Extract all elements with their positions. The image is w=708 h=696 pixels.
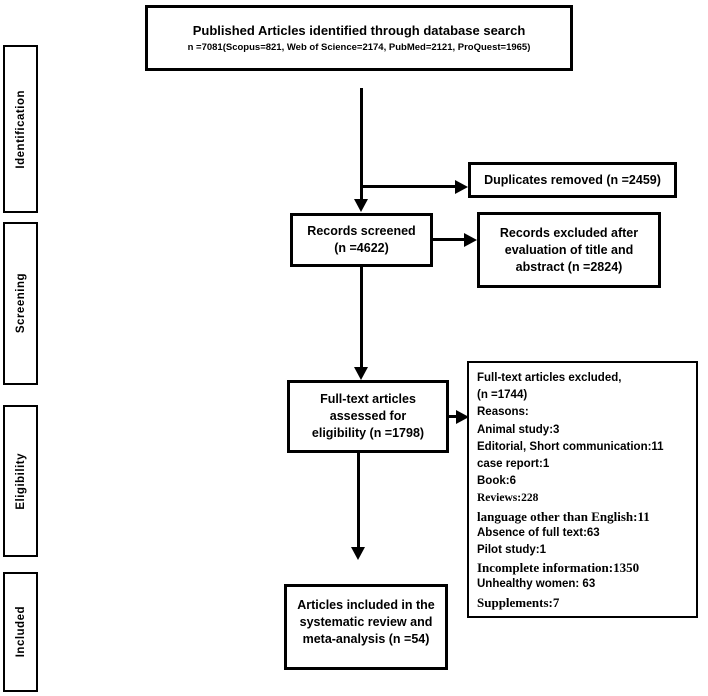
- arrow-line-to-records-excluded: [433, 238, 465, 241]
- arrow-line-screened-to-fulltext: [360, 267, 363, 368]
- box-fulltext-excluded: Full-text articles excluded, (n =1744) R…: [467, 361, 698, 618]
- fulltext-assessed-line3: eligibility (n =1798): [311, 426, 425, 440]
- reason-incomplete-information: Incomplete information:1350: [477, 560, 640, 576]
- records-excluded-line1: Records excluded after: [499, 225, 639, 240]
- arrow-line-identified-to-screened: [360, 88, 363, 200]
- included-articles-line3: meta-analysis (n =54): [302, 632, 430, 646]
- stage-box-identification: Identification: [3, 45, 38, 213]
- reason-book: Book:6: [477, 475, 516, 488]
- fulltext-assessed-line1: Full-text articles: [320, 392, 416, 406]
- arrowhead-to-duplicates: [455, 180, 468, 194]
- reason-case-report: case report:1: [477, 458, 550, 471]
- arrow-line-to-fulltext-excluded: [449, 415, 457, 418]
- reason-pilot-study: Pilot study:1: [477, 544, 547, 557]
- box-identified-records: Published Articles identified through da…: [145, 5, 573, 71]
- reason-animal-study: Animal study:3: [477, 423, 560, 436]
- arrowhead-screened-to-fulltext: [354, 367, 368, 380]
- box-included-articles: Articles included in the systematic revi…: [284, 584, 448, 670]
- arrowhead-to-records-excluded: [464, 233, 477, 247]
- arrow-line-fulltext-to-included: [357, 453, 360, 548]
- reason-editorial-short-communication: Editorial, Short communication:11: [477, 440, 664, 453]
- reason-unhealthy-women: Unhealthy women: 63: [477, 578, 596, 591]
- records-excluded-line3: abstract (n =2824): [515, 259, 623, 274]
- included-articles-line2: systematic review and: [299, 615, 433, 629]
- duplicates-removed-text: Duplicates removed (n =2459): [484, 172, 661, 187]
- identified-records-title: Published Articles identified through da…: [192, 23, 526, 38]
- box-duplicates-removed: Duplicates removed (n =2459): [468, 162, 677, 198]
- reason-language: language other than English:11: [477, 508, 650, 524]
- arrowhead-to-fulltext-excluded: [456, 410, 469, 424]
- stage-label-identification: Identification: [14, 89, 27, 169]
- records-screened-line2: (n =4622): [334, 241, 389, 255]
- stage-box-screening: Screening: [3, 222, 38, 385]
- included-articles-line1: Articles included in the: [297, 598, 435, 612]
- stage-box-included: Included: [3, 572, 38, 692]
- stage-label-screening: Screening: [14, 273, 27, 334]
- stage-label-eligibility: Eligibility: [14, 452, 27, 510]
- box-fulltext-assessed: Full-text articles assessed for eligibil…: [287, 380, 449, 453]
- records-screened-line1: Records screened: [307, 224, 416, 238]
- fulltext-excluded-count: (n =1744): [477, 389, 528, 402]
- box-records-screened: Records screened (n =4622): [290, 213, 433, 267]
- fulltext-assessed-line2: assessed for: [329, 409, 407, 423]
- arrowhead-identified-to-screened: [354, 199, 368, 212]
- arrowhead-fulltext-to-included: [351, 547, 365, 560]
- records-excluded-line2: evaluation of title and: [504, 242, 634, 257]
- reason-supplements: Supplements:7: [477, 594, 560, 610]
- fulltext-excluded-reasons-heading: Reasons:: [477, 406, 529, 419]
- reason-reviews: Reviews:228: [477, 492, 539, 505]
- box-records-excluded: Records excluded after evaluation of tit…: [477, 212, 661, 288]
- reason-absence-full-text: Absence of full text:63: [477, 526, 600, 539]
- identified-records-counts: n =7081(Scopus=821, Web of Science=2174,…: [187, 42, 531, 53]
- stage-label-included: Included: [14, 606, 27, 658]
- stage-box-eligibility: Eligibility: [3, 405, 38, 557]
- arrow-line-to-duplicates: [361, 185, 455, 188]
- fulltext-excluded-title: Full-text articles excluded,: [477, 372, 622, 384]
